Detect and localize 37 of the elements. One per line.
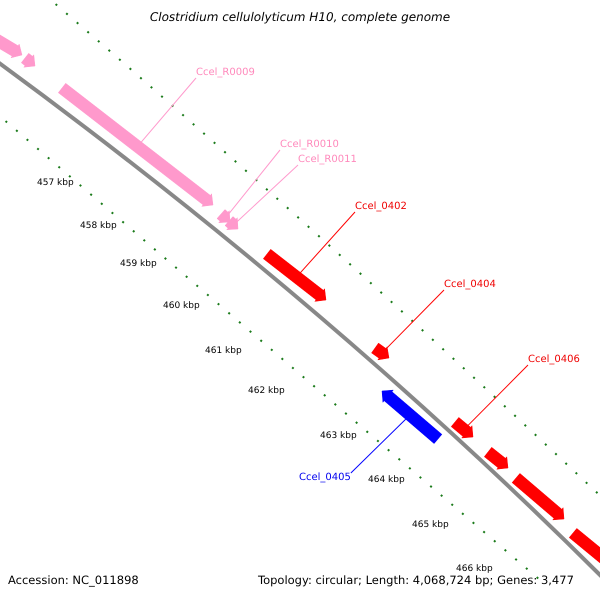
gene-block xyxy=(21,53,36,68)
footer-note: Topology: circular; Length: 4,068,724 bp; Genes: 3,477 xyxy=(258,574,574,586)
scale-label: 458 kbp xyxy=(80,220,117,232)
leader-line xyxy=(385,290,444,350)
gene-block xyxy=(450,417,474,438)
gene-block xyxy=(382,390,442,444)
scale-label: 464 kbp xyxy=(368,474,405,486)
scale-label: 459 kbp xyxy=(120,258,157,270)
gene-label: Ccel_0402 xyxy=(355,201,407,213)
leader-line xyxy=(140,78,196,144)
gene-label: Ccel_R0011 xyxy=(298,154,357,166)
leader-line xyxy=(350,418,407,474)
leader-line xyxy=(228,150,280,215)
scale-label: 462 kbp xyxy=(248,385,285,397)
scale-label: 466 kbp xyxy=(456,563,493,575)
gene-label: Ccel_R0010 xyxy=(280,139,339,151)
gene-block xyxy=(58,83,214,207)
gene-block xyxy=(484,447,508,470)
scale-label: 457 kbp xyxy=(37,177,74,189)
gene-label: Ccel_0405 xyxy=(299,472,351,484)
gene-block xyxy=(224,216,238,230)
scale-label: 465 kbp xyxy=(412,519,449,531)
diagram-title: Clostridium cellulolyticum H10, complete genome xyxy=(148,11,452,23)
scale-label: 460 kbp xyxy=(163,300,200,312)
scale-label: 461 kbp xyxy=(205,345,242,357)
gene-label: Ccel_0406 xyxy=(528,354,580,366)
gene-block xyxy=(263,249,326,302)
leader-line xyxy=(299,212,356,274)
leader-line xyxy=(236,164,298,222)
gene-label: Ccel_0404 xyxy=(444,279,496,291)
leader-line xyxy=(467,364,528,426)
gene-block xyxy=(512,473,564,520)
footer-note: Accession: NC_011898 xyxy=(8,574,139,586)
scale-label: 463 kbp xyxy=(320,430,357,442)
gene-label: Ccel_R0009 xyxy=(196,67,255,79)
gene-block xyxy=(371,342,390,360)
gene-block xyxy=(216,209,230,223)
